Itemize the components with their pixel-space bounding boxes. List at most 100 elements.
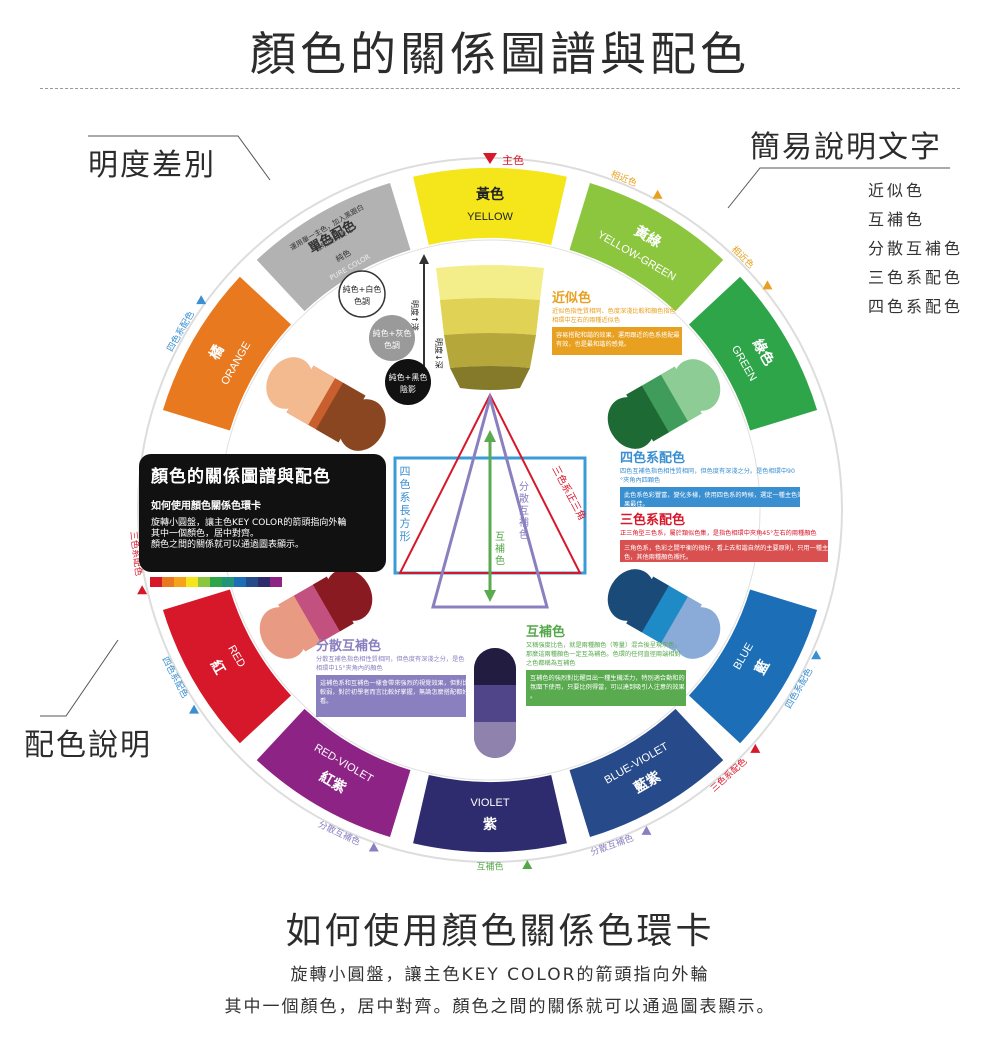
- marker-triangle-icon: [762, 280, 773, 290]
- wheel-segment: [688, 276, 818, 431]
- pill-red: [259, 569, 373, 659]
- color-swatch: [198, 577, 210, 587]
- marker-triangle-icon: [811, 650, 822, 660]
- rectangle-label: 方: [400, 516, 411, 530]
- color-swatch: [270, 577, 282, 587]
- color-swatch: [246, 577, 258, 587]
- wheel-segment: [413, 775, 567, 853]
- callout-desc: 相環中左右的兩種近似色: [552, 316, 620, 324]
- wheel-segment: [162, 276, 292, 431]
- rectangle-label: 系: [400, 491, 411, 504]
- page-title: 顏色的關係圖譜與配色: [250, 27, 750, 81]
- rectangle-label: 長: [400, 504, 411, 517]
- marker-triangle-icon: [196, 295, 207, 305]
- callout-desc: 之色都稱為互補色: [526, 659, 576, 667]
- callout-box-text: 容易搭配和諧的效果，運用跟近的色系搭配最: [556, 331, 680, 339]
- relation-marker: 互補色: [476, 861, 503, 873]
- brightness-light-label: 明度↑淺: [410, 300, 420, 331]
- color-swatch-strip: [150, 577, 282, 587]
- segment-label-zh: 橘: [206, 342, 227, 363]
- callout-box-text: 果最佳。: [624, 500, 649, 508]
- segment-label-en: VIOLET: [470, 797, 509, 809]
- callout-desc: °夾角內四顆色: [620, 476, 660, 484]
- wheel-segment: [256, 182, 411, 312]
- color-swatch: [150, 577, 162, 587]
- pill-blue: [607, 569, 721, 659]
- svg-text:色調: 色調: [354, 296, 370, 306]
- callout-box-text: 較弱，對於初學者而言比較好掌握，無論怎麼搭配都好: [320, 688, 469, 696]
- wheel-segment: [162, 589, 292, 744]
- key-color-arrow-icon: [483, 153, 497, 164]
- svg-text:陰影: 陰影: [400, 384, 416, 394]
- callout-desc: 那麼這兩種顏色一定互為補色。色環的任何直徑兩端相對: [526, 650, 681, 658]
- callout-three: 三色系配色正三角型三色系，屬於類似色集，是指色相環中夾角45°左右的兩種顏色三角…: [620, 512, 828, 562]
- pill-violet: [474, 648, 516, 758]
- color-swatch: [186, 577, 198, 587]
- split-label: 分: [519, 481, 529, 493]
- brightness-dark-label: 明度↓深: [434, 338, 444, 369]
- pill-green: [607, 359, 721, 449]
- callout-desc: 正三角型三色系，屬於類似色集，是指色相環中夾角45°左右的兩種顏色: [620, 529, 817, 537]
- shade-circle: 純色+黑色 陰影: [385, 359, 431, 405]
- rectangle-label: 色: [400, 477, 411, 491]
- marker-triangle-icon: [368, 842, 379, 852]
- note-item: 分散互補色: [868, 239, 964, 258]
- callout-title: 三色系配色: [620, 512, 685, 528]
- color-swatch: [258, 577, 270, 587]
- complement-label: 互: [495, 531, 505, 543]
- title-divider: [40, 88, 960, 89]
- callout-box-text: 三角色系，色彩之間平衡的很好，看上去和諧自然的主要原則，只用一種主: [624, 544, 828, 552]
- tint-circle: 純色+白色 色調: [338, 270, 386, 318]
- leader-scheme: [40, 639, 119, 717]
- callout-box: [620, 487, 800, 507]
- split-complement-triangle: [431, 392, 549, 609]
- panel-line: 顏色之間的關係就可以通過圖表顯示。: [151, 540, 305, 550]
- rectangle-label: 四: [400, 465, 411, 478]
- callout-box-text: 看。: [320, 697, 332, 705]
- callout-box: [620, 540, 828, 562]
- note-item: 三色系配色: [868, 268, 964, 287]
- split-label: 補: [519, 516, 529, 529]
- complement-label: 色: [495, 554, 505, 567]
- callout-title: 四色系配色: [620, 450, 685, 466]
- leader-notes: [727, 167, 950, 209]
- note-item: 四色系配色: [868, 297, 964, 316]
- bottom-line-1: 旋轉小圓盤，讓主色KEY COLOR的箭頭指向外輪: [290, 965, 710, 985]
- callout-box: [552, 327, 682, 355]
- note-item: 互補色: [868, 210, 926, 229]
- callout-desc: 又稱強度比色，就是兩種顏色（等量）混合後呈現灰色，: [526, 641, 681, 649]
- svg-text:純色+黑色: 純色+黑色: [389, 372, 428, 382]
- callout-title: 分散互補色: [316, 638, 381, 654]
- wheel-segment: [569, 182, 724, 312]
- notes-list: 近似色 互補色 分散互補色 三色系配色 四色系配色: [868, 176, 963, 321]
- callout-title: 近似色: [552, 290, 591, 306]
- simple-notes-label: 簡易說明文字: [750, 130, 942, 165]
- marker-triangle-icon: [522, 860, 533, 870]
- marker-triangle-icon: [137, 585, 148, 595]
- wheel-segment: [256, 708, 411, 838]
- callout-box: [316, 675, 466, 717]
- leader-lines: [40, 135, 950, 717]
- rectangle-label: 形: [400, 530, 411, 543]
- panel-line: 其中一個顏色，居中對齊。: [151, 529, 260, 539]
- callout-box: [526, 670, 686, 706]
- svg-text:純色+灰色: 純色+灰色: [373, 328, 412, 338]
- panel-title: 顏色的關係圖譜與配色: [151, 467, 331, 487]
- note-item: 近似色: [868, 181, 926, 200]
- segment-label-zh: 黃色: [475, 186, 504, 203]
- callout-split: 分散互補色分散互補色指色相性質相同，但色度有深淺之分，是色相環中15°夾角內的顏…: [316, 638, 469, 717]
- marker-triangle-icon: [641, 825, 652, 835]
- callout-box-text: 。: [530, 693, 536, 700]
- bottom-title: 如何使用顏色關係色環卡: [285, 911, 715, 952]
- arrow-up-icon: [419, 254, 429, 264]
- complement-arrow-down-icon: [484, 590, 496, 602]
- callout-title: 互補色: [526, 624, 565, 640]
- callout-desc: 分散互補色指色相性質相同，但色度有深淺之分，是色: [316, 655, 465, 663]
- segment-label-zh: 紫: [483, 816, 497, 833]
- wheel-segment: [413, 168, 567, 245]
- callout-box-text: 有效，也是最和諧的感覺。: [556, 340, 630, 348]
- leader-brightness: [88, 135, 271, 181]
- marker-triangle-icon: [652, 189, 663, 199]
- svg-text:純色+白色: 純色+白色: [343, 284, 382, 294]
- color-wheel-diagram: 黃色YELLOW黃綠YELLOW-GREEN綠色GREEN藍BLUE藍紫BLUE…: [40, 135, 950, 873]
